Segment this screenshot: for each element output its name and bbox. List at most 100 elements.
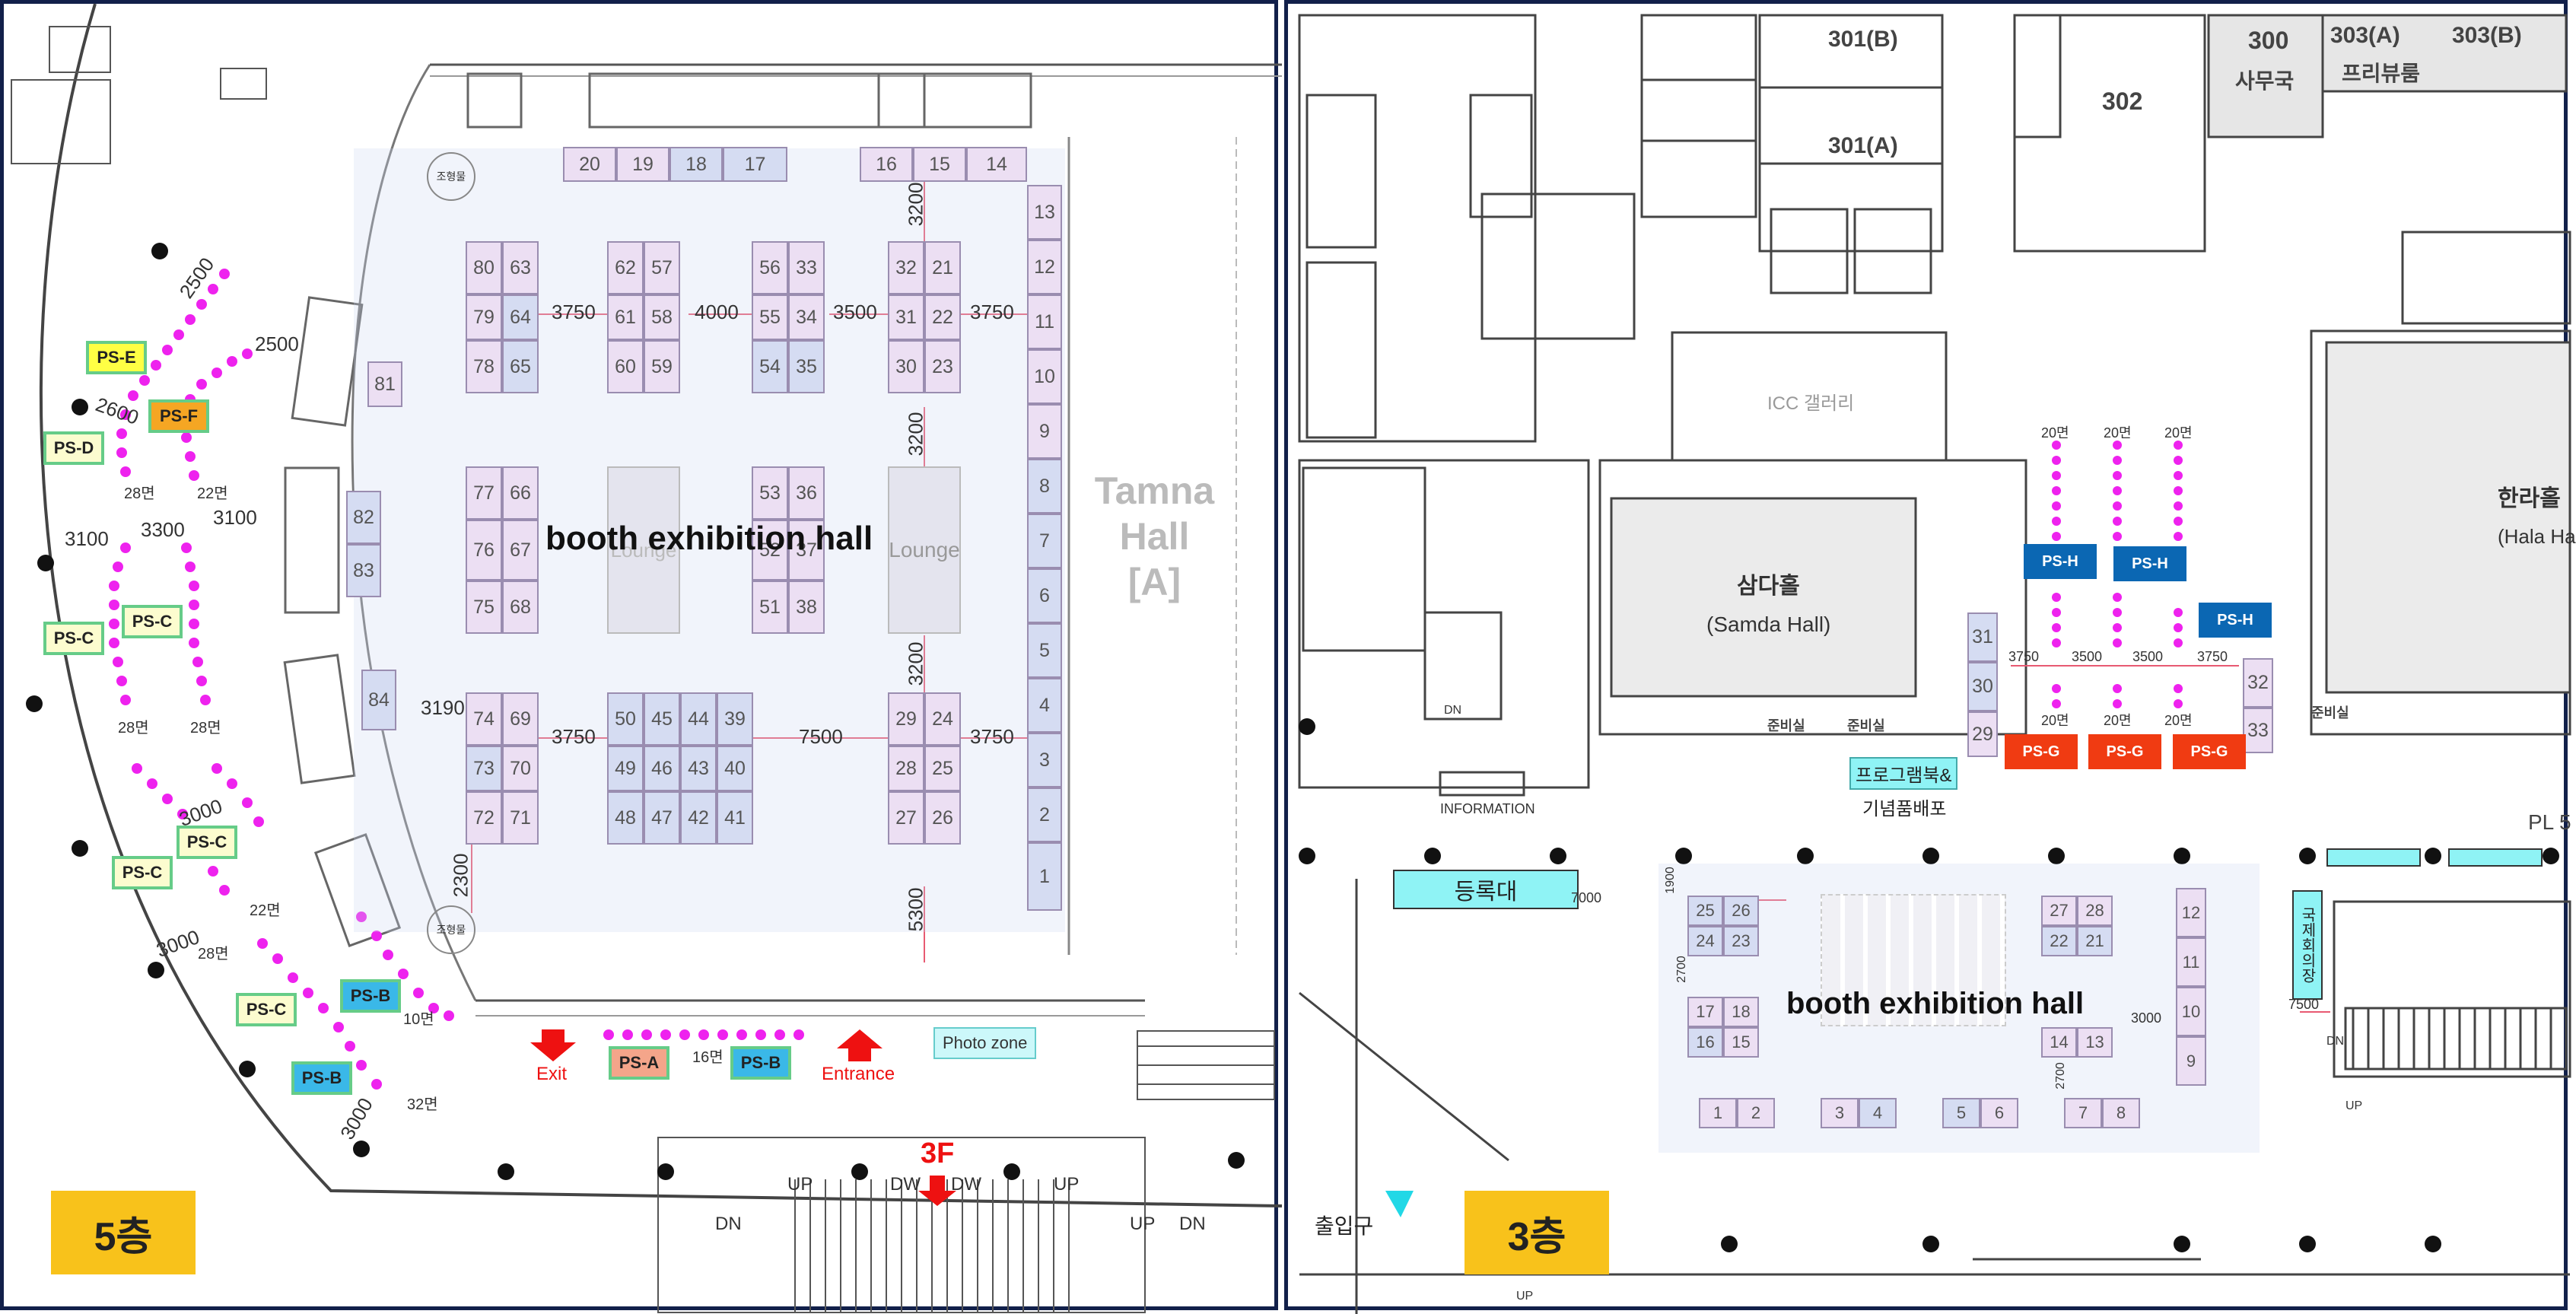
booth[interactable]: 37 [788, 520, 825, 581]
booth[interactable]: 62 [607, 241, 644, 294]
booth[interactable]: 19 [616, 147, 669, 182]
booth[interactable]: 67 [502, 520, 539, 581]
booth[interactable]: 41 [717, 791, 753, 845]
booth[interactable]: 84 [361, 670, 396, 730]
booth[interactable]: 12 [2176, 888, 2206, 937]
parking-zone-badge[interactable]: PS-F [148, 399, 209, 433]
booth[interactable]: 29 [888, 692, 924, 746]
booth[interactable]: 83 [346, 544, 381, 597]
booth[interactable]: 10 [1027, 349, 1062, 404]
booth[interactable]: 71 [502, 791, 539, 845]
booth[interactable]: 22 [924, 294, 961, 340]
booth[interactable]: 40 [717, 746, 753, 791]
parking-zone-badge[interactable]: PS-C [236, 993, 297, 1026]
booth[interactable]: 27 [888, 791, 924, 845]
booth[interactable]: 68 [502, 581, 539, 634]
booth[interactable]: 70 [502, 746, 539, 791]
booth[interactable]: 73 [466, 746, 502, 791]
booth[interactable]: 44 [680, 692, 717, 746]
booth[interactable]: 43 [680, 746, 717, 791]
booth[interactable]: 9 [2176, 1036, 2206, 1086]
booth[interactable]: 35 [788, 340, 825, 393]
parking-zone-badge[interactable]: PS-C [43, 622, 104, 655]
booth[interactable]: 24 [1687, 926, 1723, 956]
booth[interactable]: 1 [1699, 1098, 1737, 1128]
booth[interactable]: 54 [752, 340, 788, 393]
booth[interactable]: 61 [607, 294, 644, 340]
booth[interactable]: 42 [680, 791, 717, 845]
booth[interactable]: 27 [2041, 896, 2077, 926]
booth[interactable]: 18 [669, 147, 723, 182]
booth[interactable]: 3 [1821, 1098, 1859, 1128]
booth[interactable]: 74 [466, 692, 502, 746]
booth[interactable]: 17 [1687, 997, 1723, 1027]
booth[interactable]: 57 [644, 241, 680, 294]
booth[interactable]: 30 [1967, 662, 1998, 711]
parking-zone-badge[interactable]: PS-H [2024, 544, 2097, 579]
booth[interactable]: 6 [1980, 1098, 2018, 1128]
booth[interactable]: 55 [752, 294, 788, 340]
booth[interactable]: 10 [2176, 987, 2206, 1036]
parking-zone-badge[interactable]: PS-C [122, 605, 183, 638]
booth[interactable]: 45 [644, 692, 680, 746]
booth[interactable]: 6 [1027, 568, 1062, 623]
booth[interactable]: 13 [1027, 185, 1062, 240]
booth[interactable]: 64 [502, 294, 539, 340]
parking-zone-badge[interactable]: PS-H [2113, 546, 2186, 581]
booth[interactable]: 28 [888, 746, 924, 791]
booth[interactable]: 76 [466, 520, 502, 581]
booth[interactable]: 34 [788, 294, 825, 340]
booth[interactable]: 63 [502, 241, 539, 294]
booth[interactable]: 17 [723, 147, 787, 182]
parking-zone-badge[interactable]: PS-E [86, 341, 147, 374]
booth[interactable]: 77 [466, 466, 502, 520]
booth[interactable]: 25 [924, 746, 961, 791]
booth[interactable]: 32 [888, 241, 924, 294]
parking-zone-badge[interactable]: PS-G [2088, 734, 2161, 769]
registration-desk[interactable]: 등록대 [1393, 870, 1579, 909]
booth[interactable]: 53 [752, 466, 788, 520]
booth[interactable]: 31 [1967, 612, 1998, 662]
booth[interactable]: 14 [2041, 1027, 2077, 1058]
booth[interactable]: 11 [2176, 937, 2206, 987]
booth[interactable]: 30 [888, 340, 924, 393]
booth[interactable]: 21 [924, 241, 961, 294]
booth[interactable]: 29 [1967, 711, 1998, 757]
booth[interactable]: 26 [1723, 896, 1759, 926]
booth[interactable]: 23 [924, 340, 961, 393]
booth[interactable]: 28 [2077, 896, 2113, 926]
parking-zone-badge[interactable]: PS-H [2199, 603, 2272, 638]
booth[interactable]: 49 [607, 746, 644, 791]
booth[interactable]: 50 [607, 692, 644, 746]
booth[interactable]: 75 [466, 581, 502, 634]
parking-zone-badge[interactable]: PS-A [609, 1046, 669, 1080]
booth[interactable]: 46 [644, 746, 680, 791]
booth[interactable]: 18 [1723, 997, 1759, 1027]
booth[interactable]: 69 [502, 692, 539, 746]
booth[interactable]: 8 [2102, 1098, 2140, 1128]
booth[interactable]: 60 [607, 340, 644, 393]
booth[interactable]: 2 [1737, 1098, 1775, 1128]
booth[interactable]: 24 [924, 692, 961, 746]
booth[interactable]: 47 [644, 791, 680, 845]
booth[interactable]: 3 [1027, 733, 1062, 787]
booth[interactable]: 56 [752, 241, 788, 294]
parking-zone-badge[interactable]: PS-G [2005, 734, 2078, 769]
booth[interactable]: 12 [1027, 240, 1062, 294]
booth[interactable]: 5 [1942, 1098, 1980, 1128]
booth[interactable]: 33 [2243, 708, 2273, 753]
booth[interactable]: 38 [788, 581, 825, 634]
booth[interactable]: 39 [717, 692, 753, 746]
booth[interactable]: 20 [563, 147, 616, 182]
parking-zone-badge[interactable]: PS-D [43, 431, 104, 465]
booth[interactable]: 8 [1027, 459, 1062, 514]
booth[interactable]: 59 [644, 340, 680, 393]
photo-zone-label[interactable]: Photo zone [933, 1027, 1037, 1059]
booth[interactable]: 65 [502, 340, 539, 393]
booth[interactable]: 11 [1027, 294, 1062, 349]
booth[interactable]: 4 [1859, 1098, 1897, 1128]
parking-zone-badge[interactable]: PS-G [2173, 734, 2246, 769]
booth[interactable]: 7 [2064, 1098, 2102, 1128]
booth[interactable]: 16 [860, 147, 913, 182]
booth[interactable]: 7 [1027, 514, 1062, 568]
